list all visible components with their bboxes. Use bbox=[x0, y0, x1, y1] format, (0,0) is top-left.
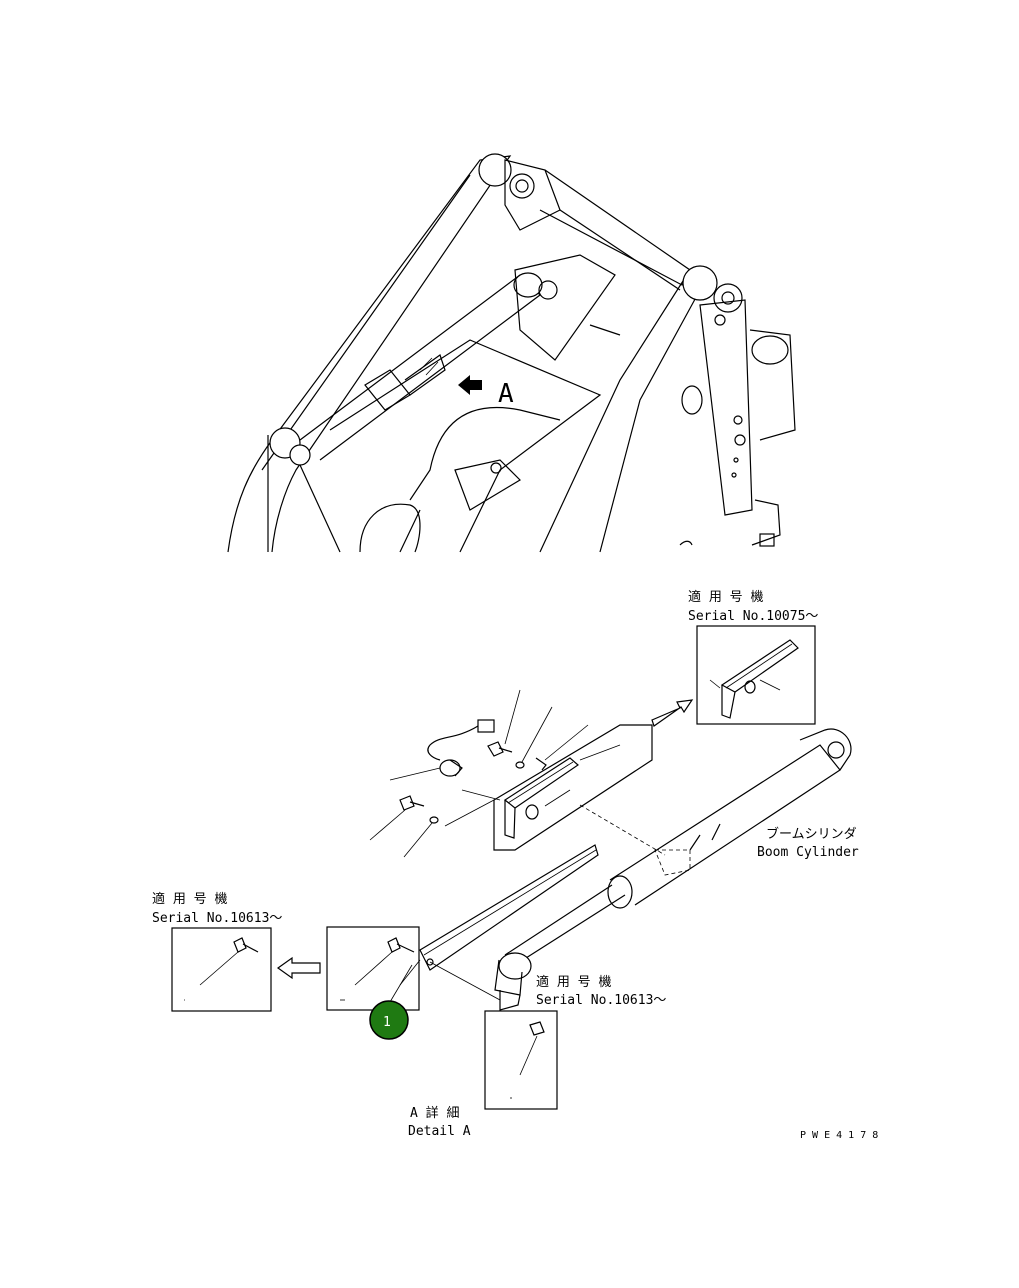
inset-current-bolt bbox=[326, 926, 421, 1011]
inset-center-label-jp: 適 用 号 機 bbox=[536, 974, 611, 990]
callout-1-circle[interactable] bbox=[369, 1000, 409, 1040]
inset-center-label-en: Serial No.10613〜 bbox=[536, 993, 666, 1008]
boom-cylinder-label-en: Boom Cylinder bbox=[757, 845, 859, 860]
callout-1-number[interactable]: 1 bbox=[383, 1015, 391, 1030]
inset-left-arrow-icon bbox=[276, 956, 321, 980]
exploded-parts bbox=[369, 689, 691, 876]
callout-1[interactable]: 1 bbox=[369, 1000, 409, 1040]
inset-serial-10613-center bbox=[484, 1010, 558, 1110]
inset-left-label-jp: 適 用 号 機 bbox=[152, 891, 227, 907]
view-letter-a: A bbox=[498, 379, 514, 409]
inset-10075-label-jp: 適 用 号 機 bbox=[688, 589, 763, 605]
view-arrow-icon bbox=[458, 375, 482, 395]
inset-serial-10075 bbox=[696, 625, 816, 725]
inset-arrow-icon bbox=[651, 699, 694, 727]
boom-cylinder-label-jp: ブームシリンダ bbox=[766, 826, 857, 842]
detail-label-jp: A 詳 細 bbox=[410, 1105, 459, 1121]
inset-serial-10613-left bbox=[171, 927, 272, 1012]
callout-1-leader bbox=[389, 964, 413, 1003]
boom-cylinder bbox=[419, 728, 852, 1011]
drawing-code: P W E 4 1 7 8 bbox=[800, 1130, 878, 1141]
machine-overview bbox=[227, 153, 796, 553]
inset-10075-label-en: Serial No.10075〜 bbox=[688, 609, 818, 624]
inset-left-label-en: Serial No.10613〜 bbox=[152, 911, 282, 926]
detail-label-en: Detail A bbox=[408, 1124, 471, 1139]
